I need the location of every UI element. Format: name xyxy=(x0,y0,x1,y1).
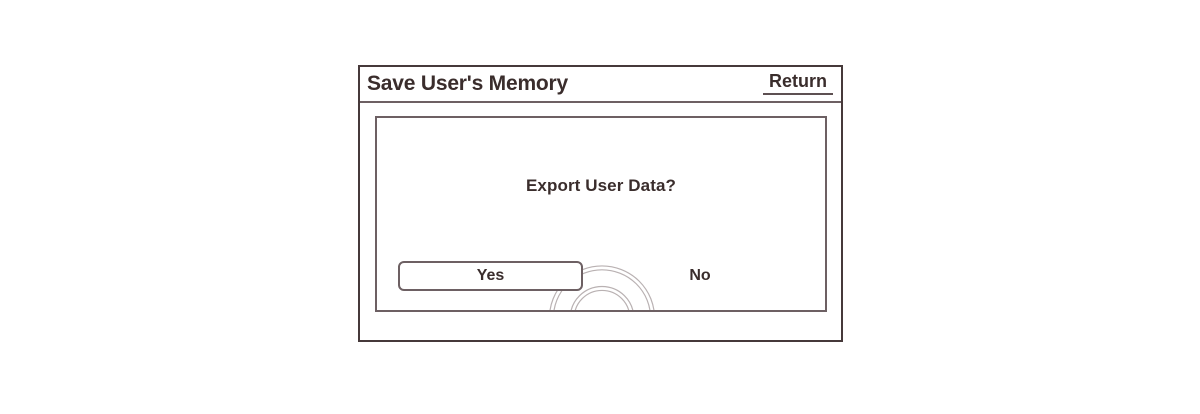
no-button-label: No xyxy=(689,267,711,284)
yes-button-label: Yes xyxy=(476,267,505,284)
dialog-choice-row: Yes No xyxy=(377,261,825,293)
dialog-panel: Export User Data? Yes No xyxy=(375,116,827,312)
dialog-prompt: Export User Data? xyxy=(525,176,677,195)
no-button[interactable]: No xyxy=(667,261,733,291)
yes-button[interactable]: Yes xyxy=(398,261,583,291)
title-bar: Save User's Memory Return xyxy=(360,67,841,103)
page-title: Save User's Memory xyxy=(367,71,569,95)
return-button[interactable]: Return xyxy=(763,72,833,95)
device-screen-frame: Save User's Memory Return Export User Da… xyxy=(358,65,843,342)
